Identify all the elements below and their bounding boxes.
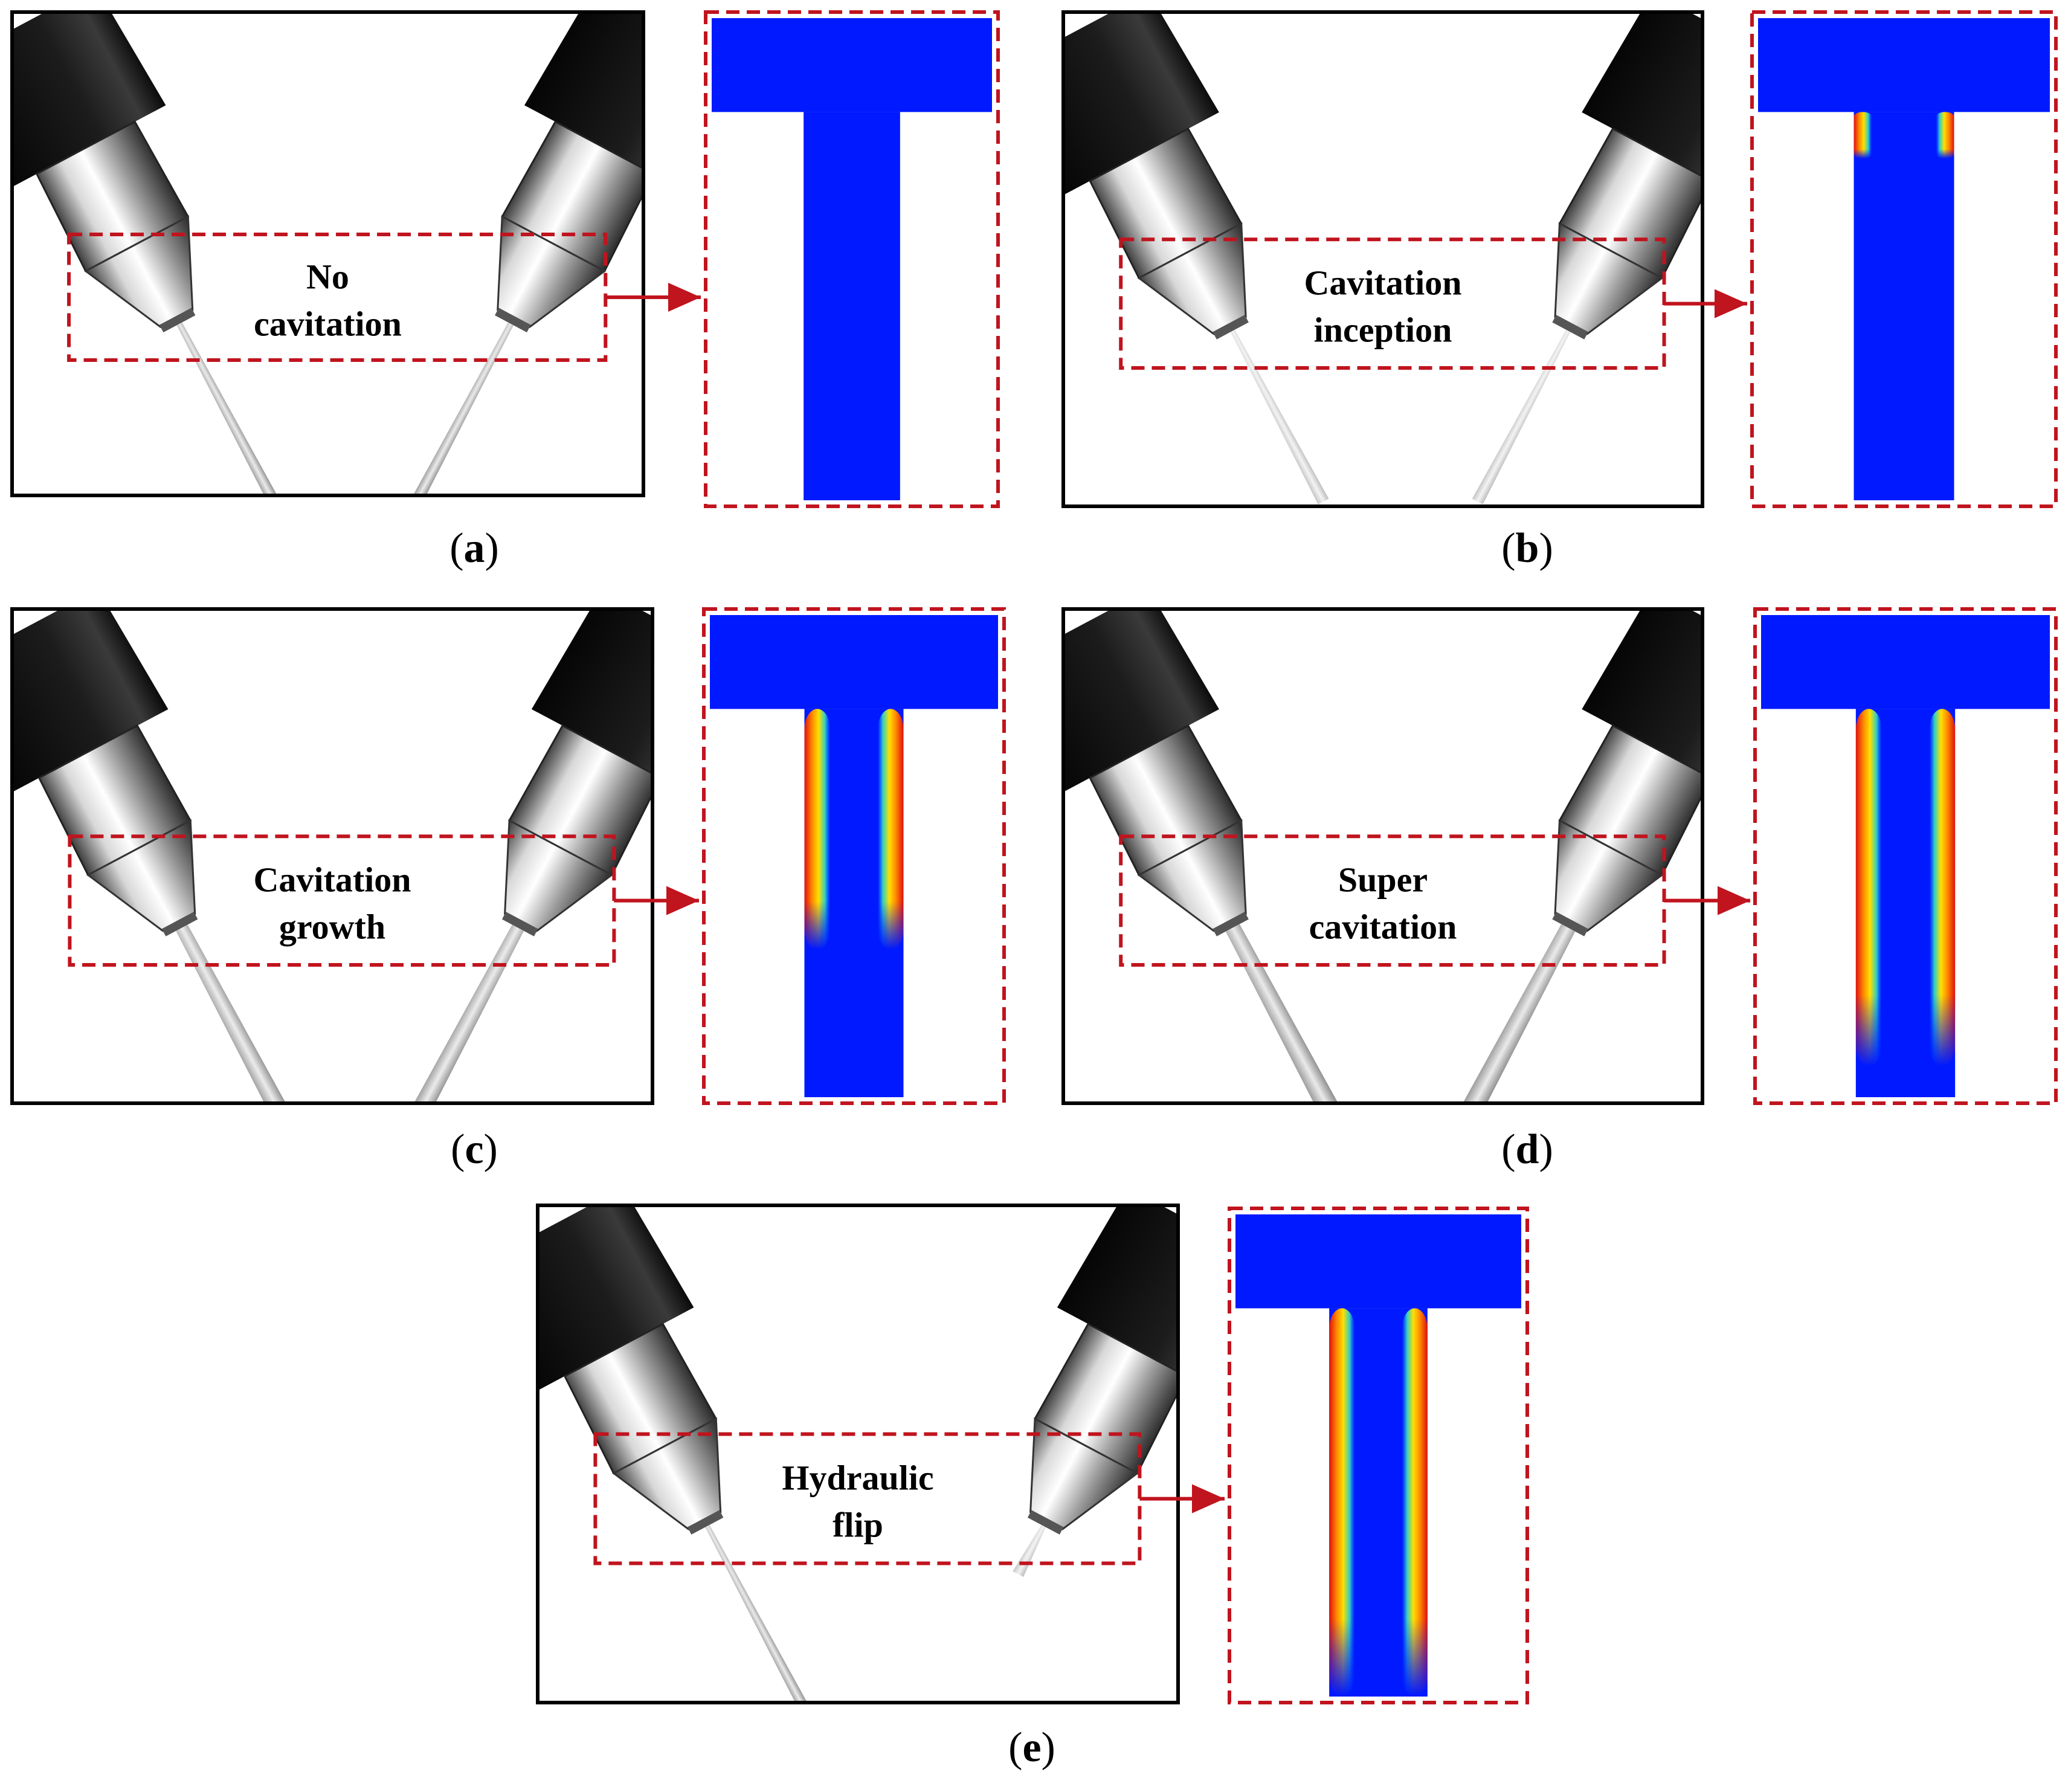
panel-c: Cavitation growth (c) xyxy=(10,607,1006,1173)
sim-dashed-box xyxy=(702,607,1006,1105)
photo-panel-c: Cavitation growth xyxy=(10,607,654,1105)
stage-label-line-1: Hydraulic xyxy=(782,1458,933,1498)
sim-orifice xyxy=(804,112,900,501)
simulation-panel-d xyxy=(1753,607,2058,1105)
nozzle-holder xyxy=(524,12,643,191)
right-nozzle xyxy=(1013,1205,1178,1577)
sim-chamber xyxy=(1758,18,2050,112)
panel-e: Hydraulic flip (e) xyxy=(536,1204,1529,1771)
cavity-right-wall xyxy=(1402,1308,1428,1697)
caption-e: (e) xyxy=(1008,1724,1055,1771)
liquid-jet xyxy=(1438,924,1576,1103)
cavitation-films xyxy=(804,709,904,950)
cavity-right-wall xyxy=(1936,112,1954,159)
cavitation-films xyxy=(1329,1308,1428,1697)
panel-b: Cavitation inception (b) xyxy=(1061,10,2058,572)
photo-panel-b: Cavitation inception xyxy=(1061,10,1704,508)
photo-frame xyxy=(1061,10,1704,508)
cavity-left-wall xyxy=(1329,1308,1355,1697)
cavity-left-wall xyxy=(804,709,831,950)
photo-frame xyxy=(10,10,645,497)
cavity-right-wall xyxy=(877,709,904,950)
liquid-jet xyxy=(705,1524,832,1703)
nozzle-holder xyxy=(1063,12,1219,198)
stage-label-line-1: Super xyxy=(1338,860,1428,900)
stage-label-line-1: Cavitation xyxy=(254,860,411,900)
left-nozzle xyxy=(538,1205,832,1703)
sim-chamber xyxy=(710,615,998,709)
cavitation-films xyxy=(1854,112,1954,159)
sim-orifice xyxy=(1854,112,1954,501)
nozzle-cone xyxy=(504,819,614,932)
liquid-jet xyxy=(390,924,524,1103)
sim-chamber xyxy=(1235,1214,1521,1309)
photo-panel-e: Hydraulic flip xyxy=(536,1204,1180,1704)
nozzle-tip xyxy=(495,308,531,333)
sim-chamber xyxy=(1761,615,2050,709)
caption-b: (b) xyxy=(1501,525,1553,572)
stage-label-line-2: growth xyxy=(279,907,385,947)
nozzle-holder xyxy=(538,1205,694,1393)
caption-d: (d) xyxy=(1501,1126,1553,1173)
right-nozzle xyxy=(1438,609,1702,1103)
stage-label-line-2: cavitation xyxy=(1309,907,1457,947)
nozzle-tip xyxy=(1213,315,1249,340)
photo-frame xyxy=(10,607,654,1105)
cavitation-films xyxy=(1855,709,1956,1066)
photo-frame xyxy=(1061,607,1704,1105)
stage-label-line-2: cavitation xyxy=(254,304,402,343)
panel-d: Super cavitation (d) xyxy=(1061,607,2058,1173)
sim-dashed-box xyxy=(704,10,1000,508)
sim-dashed-box xyxy=(1753,607,2058,1105)
sim-chamber xyxy=(712,18,992,112)
liquid-jet xyxy=(176,924,311,1103)
liquid-jet xyxy=(1472,329,1571,504)
caption-a: (a) xyxy=(449,525,499,572)
stage-label-line-2: inception xyxy=(1314,311,1452,350)
photo-frame xyxy=(536,1204,1180,1704)
stage-label-line-2: flip xyxy=(833,1506,883,1545)
stage-label-line-1: Cavitation xyxy=(1304,263,1462,303)
nozzle-holder xyxy=(1582,609,1702,794)
nozzle-tip xyxy=(1213,912,1249,936)
photo-panel-a: No cavitation xyxy=(10,10,645,497)
nozzle-tip xyxy=(161,912,198,936)
nozzle-tip xyxy=(1552,315,1588,340)
nozzle-holder xyxy=(12,609,169,794)
panel-a: No cavitation (a) xyxy=(10,10,1000,572)
liquid-jet xyxy=(1230,329,1329,504)
nozzle-tip xyxy=(687,1510,724,1535)
sim-dashed-box xyxy=(1750,10,2058,508)
nozzle-tip xyxy=(1027,1510,1064,1535)
nozzle-holder xyxy=(1063,609,1219,794)
caption-c: (c) xyxy=(451,1126,498,1173)
cavity-left-wall xyxy=(1854,112,1872,159)
nozzle-holder xyxy=(12,12,166,191)
nozzle-cone xyxy=(497,215,607,329)
simulation-panel-c xyxy=(702,607,1006,1105)
nozzle-tip xyxy=(1552,912,1588,936)
nozzle-holder xyxy=(1057,1205,1178,1393)
cavity-right-wall xyxy=(1929,709,1956,1066)
liquid-jet xyxy=(1225,924,1362,1103)
simulation-panel-e xyxy=(1228,1207,1529,1704)
nozzle-cone xyxy=(1137,819,1247,932)
nozzle-holder xyxy=(1582,12,1702,198)
simulation-panel-b xyxy=(1750,10,2058,508)
nozzle-cone xyxy=(1137,222,1247,335)
sim-dashed-box xyxy=(1228,1207,1529,1704)
cavity-left-wall xyxy=(1855,709,1882,1066)
photo-panel-d: Super cavitation xyxy=(1061,607,1704,1105)
nozzle-tip xyxy=(501,912,538,936)
nozzle-holder xyxy=(531,609,652,794)
simulation-panel-a xyxy=(704,10,1000,508)
stage-label-line-1: No xyxy=(306,257,349,296)
nozzle-tip xyxy=(159,308,196,333)
